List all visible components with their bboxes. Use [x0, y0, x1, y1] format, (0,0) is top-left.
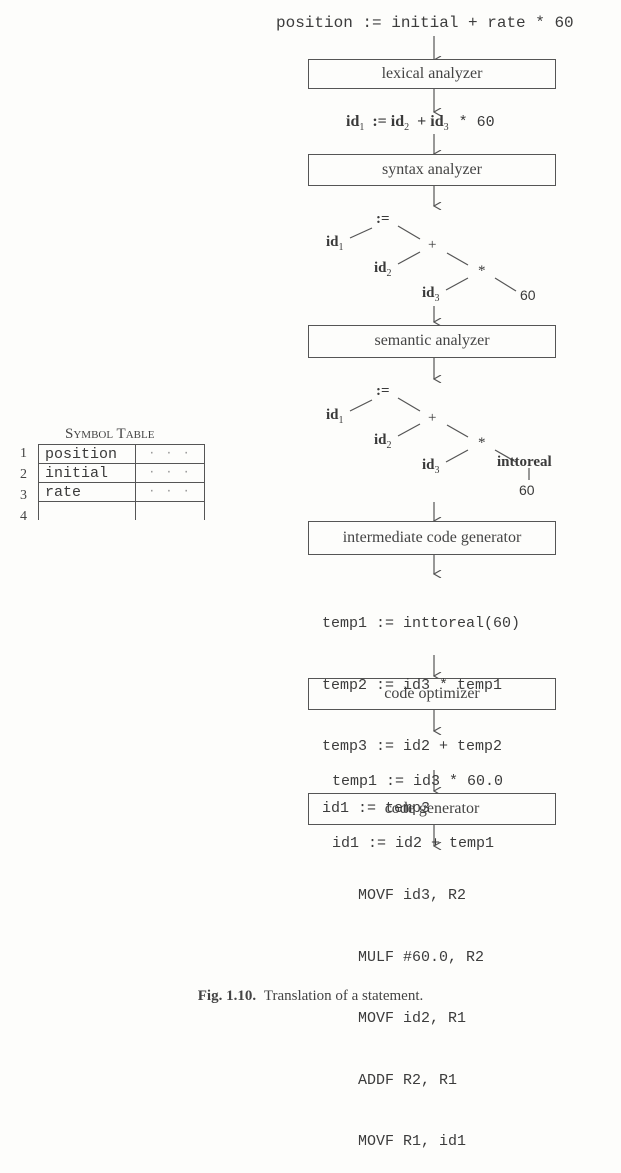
tree1-edge-assign-id1 [349, 227, 373, 239]
tree1-edge-plus-id2 [397, 251, 421, 265]
tree2-edge-plus-id2 [397, 423, 421, 437]
target-code: MOVF id3, R2 MULF #60.0, R2 MOVF id2, R1… [358, 845, 484, 1173]
symbol-table-title: Symbol Table [65, 426, 155, 442]
code-line: ADDF R2, R1 [358, 1071, 458, 1089]
intermediate-code: temp1 := inttoreal(60) temp2 := id3 * te… [322, 573, 520, 840]
tree1-node-assign: := [376, 211, 390, 227]
phase-code-optimizer: code optimizer [308, 678, 556, 710]
code-line: MOVF R1, id1 [358, 1133, 467, 1150]
tree2-node-plus: + [428, 410, 437, 426]
tree1-node-60: 60 [520, 287, 536, 303]
tree1-node-id3: id3 [422, 285, 440, 304]
symbol-name: initial [38, 463, 136, 483]
code-line: temp3 := id2 + temp2 [322, 738, 503, 755]
source-statement: position := initial + rate * 60 [276, 14, 574, 32]
code-line: MULF #60.0, R2 [358, 948, 485, 966]
tree2-node-inttoreal: inttoreal [497, 454, 552, 470]
token-stream: id1 := id2 + id3 * 60 [346, 113, 495, 133]
code-line: temp1 := id3 * 60.0 [332, 773, 504, 790]
tree1-edge-times-id3 [445, 277, 469, 291]
tree2-node-id2: id2 [374, 432, 392, 451]
tree1-node-id1: id1 [326, 234, 344, 253]
symbol-table-row: rate · · · [38, 482, 205, 502]
tree1-node-times: * [478, 263, 486, 279]
tree1-node-plus: + [428, 237, 437, 253]
symbol-row-number: 2 [20, 467, 27, 482]
code-line: MOVF id3, R2 [358, 887, 467, 904]
token-id3: id3 [430, 113, 449, 134]
phase-label: semantic analyzer [374, 332, 490, 349]
symbol-name [38, 501, 136, 520]
token-id2: id2 [390, 113, 410, 134]
tree2-node-id1: id1 [326, 407, 344, 426]
tree2-node-60: 60 [519, 482, 535, 498]
tree1-node-id2: id2 [374, 260, 392, 279]
caption-label: Fig. 1.10. [197, 988, 257, 1004]
tree2-edge-times-id3 [445, 449, 469, 463]
tree2-node-id3: id3 [422, 457, 440, 476]
phase-label: lexical analyzer [381, 65, 483, 82]
symbol-row-number: 1 [20, 446, 27, 461]
symbol-info: · · · [135, 463, 205, 483]
symbol-table-row: initial · · · [38, 463, 205, 483]
tree2-edge-assign-plus [397, 397, 421, 412]
tree2-edge-assign-id1 [349, 399, 373, 412]
code-line: id1 := temp3 [322, 799, 431, 817]
tree1-edge-plus-times [446, 252, 469, 266]
phase-intermediate-code-generator: intermediate code generator [308, 521, 556, 555]
phase-label: code generator [384, 800, 480, 817]
phase-label: syntax analyzer [382, 161, 482, 178]
token-times-60: * 60 [458, 114, 495, 131]
tree2-edge-plus-times [446, 424, 469, 438]
figure-caption: Fig. 1.10. Translation of a statement. [0, 988, 621, 1005]
token-assign: := [372, 113, 387, 130]
code-line: temp2 := id3 * temp1 [322, 676, 503, 694]
symbol-row-number: 3 [20, 488, 27, 503]
code-line: temp1 := inttoreal(60) [322, 615, 521, 632]
phase-lexical-analyzer: lexical analyzer [308, 59, 556, 89]
phase-code-generator: code generator [308, 793, 556, 825]
diagram-lines [349, 36, 530, 1021]
code-line: MOVF id2, R1 [358, 1010, 467, 1027]
code-line: id1 := id2 + temp1 [332, 834, 495, 852]
phase-label: code optimizer [384, 685, 480, 702]
symbol-info [135, 501, 205, 520]
phase-semantic-analyzer: semantic analyzer [308, 325, 556, 358]
symbol-table-row: position · · · [38, 444, 205, 464]
tree1-edge-times-60 [494, 277, 517, 292]
symbol-info: · · · [135, 444, 205, 464]
token-id1: id1 [346, 113, 365, 134]
tree2-node-times: * [478, 435, 486, 451]
phase-syntax-analyzer: syntax analyzer [308, 154, 556, 186]
caption-text: Translation of a statement. [263, 988, 424, 1004]
token-plus: + [417, 113, 427, 130]
tree2-node-assign: := [376, 383, 390, 399]
symbol-name: position [38, 444, 136, 464]
symbol-name: rate [38, 482, 136, 502]
tree2-edge-times-inttoreal [494, 449, 517, 463]
symbol-table-row [38, 501, 205, 520]
phase-label: intermediate code generator [342, 529, 522, 546]
symbol-row-number: 4 [20, 509, 27, 524]
symbol-info: · · · [135, 482, 205, 502]
symbol-table: position · · · initial · · · rate · · · [38, 444, 205, 520]
tree1-edge-assign-plus [397, 225, 421, 240]
optimized-code: temp1 := id3 * 60.0 id1 := id2 + temp1 [332, 731, 503, 875]
